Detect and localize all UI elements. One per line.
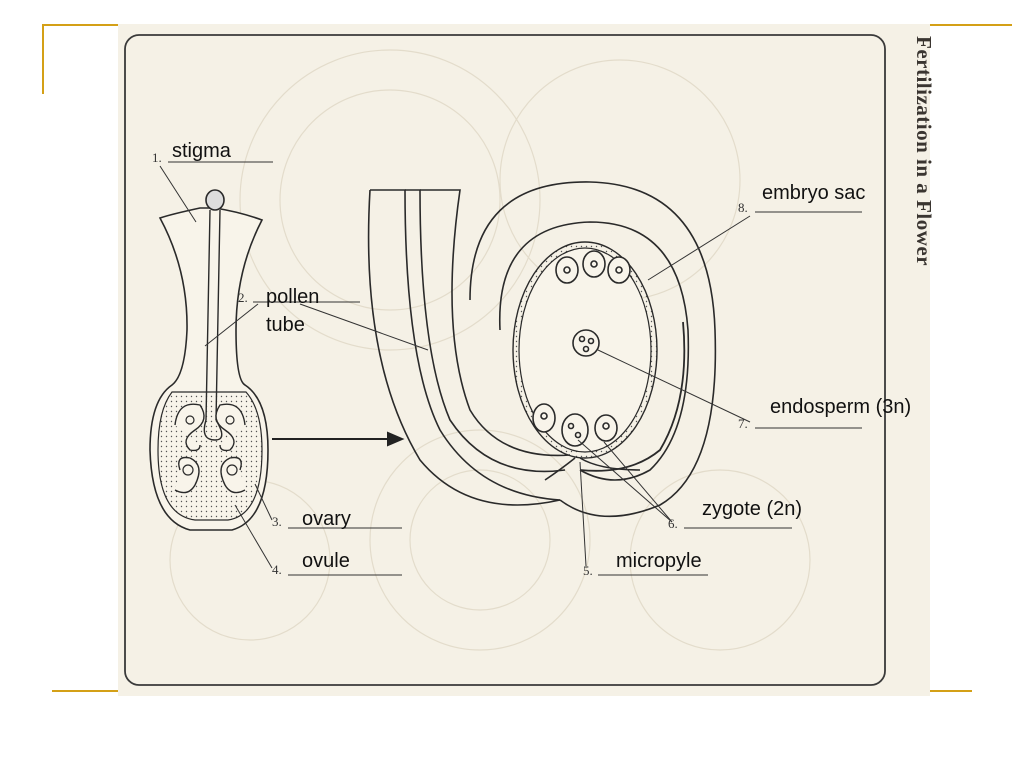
marker-7: 7. — [738, 416, 748, 431]
pollen-tube-wall-outer — [370, 189, 561, 501]
label-pollen-tube-line2: tube — [266, 314, 305, 336]
label-ovary: ovary — [302, 508, 351, 530]
marker-1: 1. — [152, 150, 162, 165]
stigma-knob — [205, 189, 225, 211]
worksheet-border — [124, 34, 886, 686]
antipodal-cell-1 — [555, 256, 579, 284]
pollen-tube-wall-inner — [405, 189, 566, 473]
pollen-tube-entry — [544, 457, 641, 481]
funiculus-hook — [579, 321, 686, 472]
marker-2: 2. — [238, 290, 248, 305]
marker-6: 6. — [668, 516, 678, 531]
marker-5: 5. — [583, 563, 593, 578]
page-title: Fertilization in a Flower — [912, 36, 936, 267]
marker-4: 4. — [272, 562, 282, 577]
endosperm-nucleus — [572, 329, 600, 357]
antipodal-cell-2 — [582, 250, 606, 278]
label-micropyle: micropyle — [616, 550, 702, 572]
marker-8: 8. — [738, 200, 748, 215]
marker-3: 3. — [272, 514, 282, 529]
label-stigma: stigma — [172, 140, 231, 162]
label-ovule: ovule — [302, 550, 350, 572]
pollen-tube-wall-3 — [420, 189, 571, 457]
ovule-right-upper — [215, 403, 246, 452]
antipodal-cell-3 — [607, 256, 631, 284]
ovary-dotted — [157, 391, 263, 521]
frame-line-left — [42, 24, 44, 94]
label-endosperm: endosperm (3n) — [770, 396, 912, 418]
leader-lines — [159, 161, 862, 576]
inner-integument — [498, 221, 690, 481]
label-zygote: zygote (2n) — [702, 498, 803, 520]
label-pollen-tube-line1: pollen — [266, 286, 320, 308]
label-embryo-sac: embryo sac — [762, 182, 866, 204]
pistil — [149, 189, 269, 531]
background-pattern — [169, 49, 811, 651]
pollen-tube-style — [205, 209, 221, 421]
transition-arrow — [272, 431, 405, 447]
synergid-left — [532, 403, 556, 433]
outer-integument — [469, 181, 717, 518]
ovule-left-upper — [174, 403, 205, 452]
synergid-right — [594, 414, 618, 442]
zygote-cell — [561, 413, 589, 447]
enlarged-ovule — [367, 181, 717, 518]
